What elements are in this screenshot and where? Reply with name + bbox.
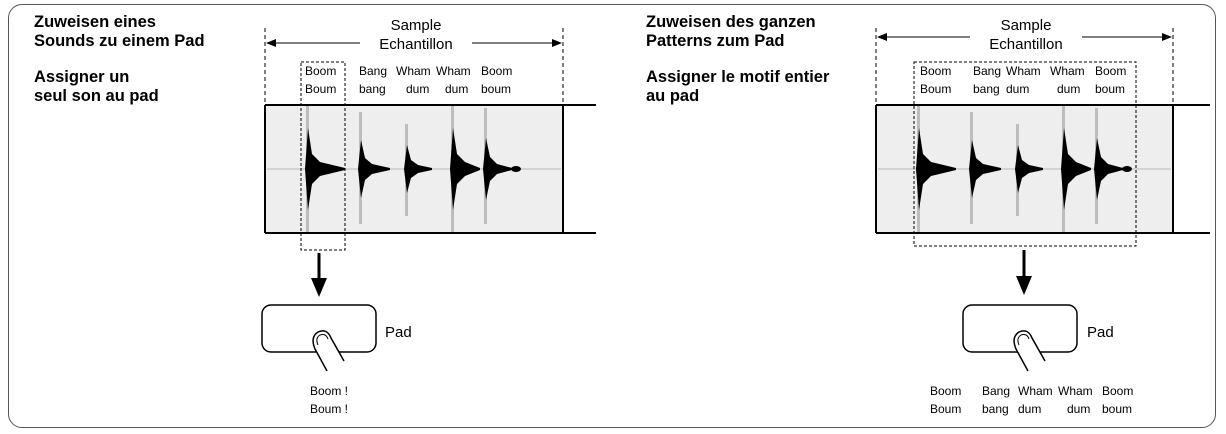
left-echantillon-label: Echantillon: [379, 36, 452, 53]
right-result-2-line2: bang: [982, 402, 1009, 416]
left-pad-label: Pad: [385, 324, 412, 341]
right-result-3-line1: Wham: [1018, 384, 1053, 398]
right-heading-french: Assigner le motif entier au pad: [646, 68, 830, 105]
right-result-4-line1: Wham: [1058, 384, 1093, 398]
left-hit-3-line1: Wham: [396, 64, 431, 78]
right-result-4-line2: dum: [1067, 402, 1090, 416]
right-pad-label: Pad: [1087, 324, 1114, 341]
left-hit-4-line1: Wham: [436, 64, 471, 78]
right-result-5-line2: boum: [1102, 402, 1132, 416]
right-hit-4-line1: Wham: [1050, 64, 1085, 78]
right-result-1-line1: Boom: [930, 384, 961, 398]
left-sample-label: Sample: [391, 17, 442, 34]
right-selection-box: [913, 61, 1137, 247]
left-sample-range: Sample Echantillon: [264, 17, 564, 104]
right-echantillon-label: Echantillon: [989, 36, 1062, 53]
left-hit-5-line2: boum: [481, 82, 511, 96]
right-finger-icon: [1013, 330, 1046, 372]
right-result-3-line2: dum: [1018, 402, 1041, 416]
left-hit-2-line2: bang: [359, 82, 386, 96]
right-hit-2-line2: bang: [973, 82, 1000, 96]
left-hit-1-line1: Boom: [305, 64, 336, 78]
right-hit-5-line2: boum: [1095, 82, 1125, 96]
left-finger-icon: [312, 330, 345, 372]
left-hit-labels: Boom Boum Bang bang Wham dum Wham dum Bo…: [305, 64, 512, 96]
left-heading-french: Assigner un seul son au pad: [34, 68, 159, 105]
right-sample-label: Sample: [1001, 17, 1052, 34]
left-hit-4-line2: dum: [445, 82, 468, 96]
diagram-frame: [8, 4, 1216, 428]
right-hit-3-line1: Wham: [1006, 64, 1041, 78]
left-heading-german: Zuweisen eines Sounds zu einem Pad: [34, 13, 205, 50]
right-sample-range: Sample Echantillon: [875, 17, 1174, 104]
right-hit-labels: Boom Boum Bang bang Wham dum Wham dum Bo…: [920, 64, 1126, 96]
right-waveform: [875, 104, 1210, 234]
left-down-arrow: [311, 253, 327, 297]
right-down-arrow: [1016, 250, 1032, 295]
left-selection-box: [300, 61, 346, 251]
right-hit-1-line2: Boum: [920, 82, 951, 96]
right-hit-2-line1: Bang: [973, 64, 1001, 78]
right-result-labels: Boom Boum Bang bang Wham dum Wham dum Bo…: [930, 384, 1133, 416]
right-result-5-line1: Boom: [1102, 384, 1133, 398]
left-hit-3-line2: dum: [406, 82, 429, 96]
left-hit-2-line1: Bang: [359, 64, 387, 78]
right-hit-3-line2: dum: [1006, 82, 1029, 96]
left-waveform: [264, 104, 596, 234]
right-result-2-line1: Bang: [982, 384, 1010, 398]
left-hit-1-line2: Boum: [305, 82, 336, 96]
left-result-line1: Boom !: [310, 384, 348, 398]
right-hit-5-line1: Boom: [1095, 64, 1126, 78]
right-result-1-line2: Boum: [930, 402, 961, 416]
left-hit-5-line1: Boom: [481, 64, 512, 78]
right-heading-german: Zuweisen des ganzen Patterns zum Pad: [646, 13, 816, 50]
right-hit-1-line1: Boom: [920, 64, 951, 78]
right-hit-4-line2: dum: [1057, 82, 1080, 96]
left-result-line2: Boum !: [310, 402, 348, 416]
